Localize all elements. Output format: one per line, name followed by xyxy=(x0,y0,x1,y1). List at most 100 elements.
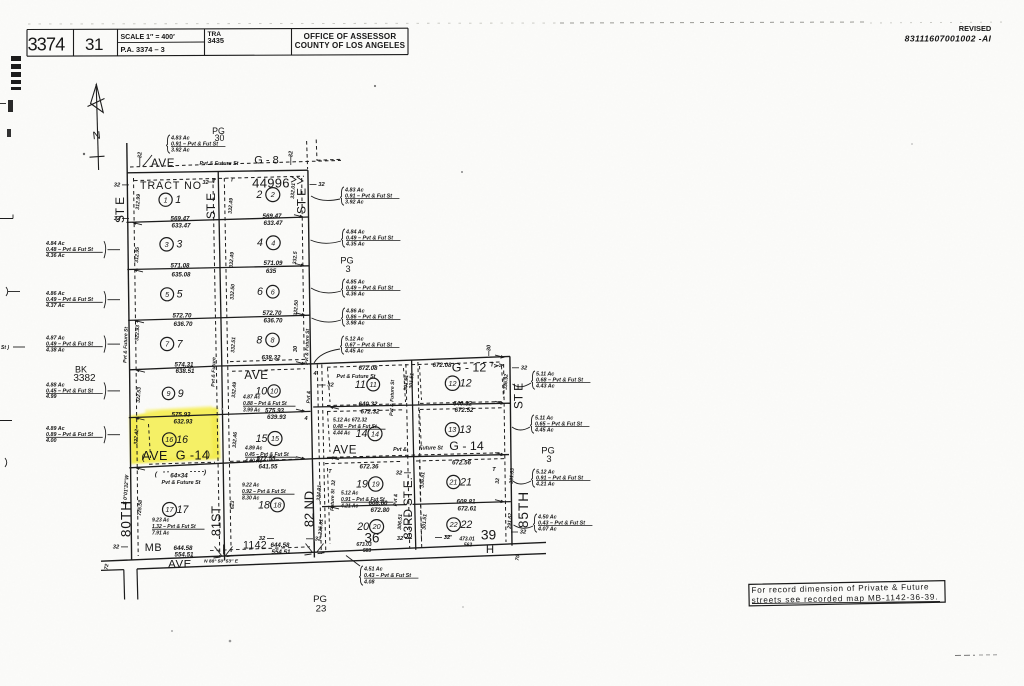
svg-text:332.46: 332.46 xyxy=(232,432,239,448)
svg-text:336.51: 336.51 xyxy=(419,472,426,488)
svg-text:4.84 Ac: 4.84 Ac xyxy=(345,230,365,236)
svg-text:608.81: 608.81 xyxy=(457,499,476,506)
svg-text:5.11 Ac: 5.11 Ac xyxy=(535,416,553,422)
svg-text:8: 8 xyxy=(256,334,262,346)
svg-text:COUNTY OF LOS ANGELES: COUNTY OF LOS ANGELES xyxy=(295,41,406,50)
svg-text:312.95: 312.95 xyxy=(134,247,141,263)
svg-text:4.50 Ac: 4.50 Ac xyxy=(537,515,557,521)
svg-text:6: 6 xyxy=(271,287,275,296)
svg-text:Future St: Future St xyxy=(330,489,337,511)
svg-text:4.43 Ac: 4.43 Ac xyxy=(535,383,555,389)
svg-text:3382: 3382 xyxy=(73,373,96,384)
svg-text:0.91 – Pvt & Fut St: 0.91 – Pvt & Fut St xyxy=(536,475,583,481)
svg-text:569.47: 569.47 xyxy=(171,215,190,222)
svg-text:32: 32 xyxy=(315,536,322,542)
svg-text:312.99: 312.99 xyxy=(135,194,142,210)
svg-text:636.70: 636.70 xyxy=(174,321,193,328)
svg-text:Pvt & Future St: Pvt & Future St xyxy=(162,480,201,486)
svg-text:TRA: TRA xyxy=(208,31,222,38)
svg-text:1: 1 xyxy=(175,194,181,206)
svg-text:638.51: 638.51 xyxy=(176,368,195,375)
svg-text:4.40 Ac: 4.40 Ac xyxy=(244,458,263,464)
svg-text:4.51 Ac: 4.51 Ac xyxy=(363,567,383,573)
svg-text:Pvt & Future St: Pvt & Future St xyxy=(122,326,129,363)
svg-text:AVE: AVE xyxy=(333,444,357,457)
svg-text:70: 70 xyxy=(515,554,522,561)
svg-text:AVE: AVE xyxy=(168,559,192,571)
svg-text:473.01: 473.01 xyxy=(458,537,475,543)
svg-text:4.89 Ac: 4.89 Ac xyxy=(244,446,263,452)
svg-text:4: 4 xyxy=(271,238,275,247)
svg-text:83RD ST E.: 83RD ST E. xyxy=(402,477,415,539)
svg-text:19: 19 xyxy=(356,478,368,490)
svg-text:672.61: 672.61 xyxy=(458,506,477,513)
svg-text:4.89 Ac: 4.89 Ac xyxy=(45,426,65,432)
svg-text:0.49 – Pvt & Fut St: 0.49 – Pvt & Fut St xyxy=(346,285,393,291)
svg-text:32: 32 xyxy=(318,182,325,188)
svg-text:306.51: 306.51 xyxy=(397,514,404,530)
svg-text:13: 13 xyxy=(459,424,471,436)
svg-text:322.53: 322.53 xyxy=(136,387,143,403)
svg-text:639.93: 639.93 xyxy=(267,414,286,421)
svg-text:638.32: 638.32 xyxy=(262,355,281,362)
svg-text:572.70: 572.70 xyxy=(173,312,192,319)
svg-text:4.08: 4.08 xyxy=(363,579,375,585)
svg-text:4.85 Ac: 4.85 Ac xyxy=(345,280,365,286)
svg-text:583: 583 xyxy=(363,548,372,554)
svg-text:G - 14: G - 14 xyxy=(449,439,484,453)
svg-text:672.52: 672.52 xyxy=(455,407,474,414)
svg-text:3: 3 xyxy=(176,239,182,251)
svg-text:4.45 Ac: 4.45 Ac xyxy=(344,348,364,354)
svg-text:15: 15 xyxy=(271,434,280,443)
svg-text:31: 31 xyxy=(85,35,103,54)
svg-text:4.83 Ac: 4.83 Ac xyxy=(344,188,364,194)
svg-text:0.49 – Pvt & Fut St: 0.49 – Pvt & Fut St xyxy=(46,342,93,348)
svg-text:21: 21 xyxy=(448,478,457,487)
svg-text:672.80: 672.80 xyxy=(371,507,390,514)
svg-text:0.48 – Pvt & Fut St: 0.48 – Pvt & Fut St xyxy=(46,247,93,253)
svg-text:4.07 Ac: 4.07 Ac xyxy=(537,526,557,532)
svg-text:H: H xyxy=(486,544,494,556)
svg-text:N: N xyxy=(92,130,101,143)
svg-text:4.21 Ac: 4.21 Ac xyxy=(340,503,359,509)
svg-text:REVISED: REVISED xyxy=(959,24,992,33)
svg-text:N 88° 50′ 53″ E: N 88° 50′ 53″ E xyxy=(204,559,239,565)
svg-text:39: 39 xyxy=(481,528,497,543)
svg-text:636.70: 636.70 xyxy=(264,318,283,325)
svg-text:0.48 – Pvt & Fut St: 0.48 – Pvt & Fut St xyxy=(333,424,377,430)
svg-text:ST E: ST E xyxy=(295,188,309,214)
svg-text:623: 623 xyxy=(230,500,237,509)
svg-text:332.50: 332.50 xyxy=(293,300,300,316)
svg-text:30: 30 xyxy=(215,133,225,143)
svg-text:36: 36 xyxy=(365,531,380,546)
svg-text:For record dimension of Privat: For record dimension of Private & Future xyxy=(751,582,929,594)
svg-text:11: 11 xyxy=(355,379,366,391)
svg-text:32: 32 xyxy=(259,536,266,542)
svg-text:12: 12 xyxy=(449,379,457,388)
svg-text:301.51: 301.51 xyxy=(408,373,415,389)
svg-text:2: 2 xyxy=(255,189,262,201)
svg-text:8: 8 xyxy=(271,336,275,345)
svg-text:4.37 Ac: 4.37 Ac xyxy=(45,303,65,309)
svg-text:635.08: 635.08 xyxy=(172,271,191,278)
svg-text:72: 72 xyxy=(104,563,111,570)
svg-text:83111607001002 -AI: 83111607001002 -AI xyxy=(905,34,992,44)
svg-text:0.91 – Pvt & Fut St: 0.91 – Pvt & Fut St xyxy=(345,193,392,199)
svg-text:10: 10 xyxy=(270,387,278,396)
svg-text:G -14: G -14 xyxy=(176,448,210,462)
svg-text:16: 16 xyxy=(176,434,188,446)
svg-text:0.68 – Pvt & Fut St: 0.68 – Pvt & Fut St xyxy=(536,377,583,383)
svg-text:322.42: 322.42 xyxy=(133,429,140,445)
svg-text:608.60: 608.60 xyxy=(369,500,388,507)
svg-text:332.49: 332.49 xyxy=(231,382,238,398)
svg-text:673.03: 673.03 xyxy=(356,542,372,548)
svg-text:644.58: 644.58 xyxy=(271,542,290,549)
svg-text:554.51: 554.51 xyxy=(175,552,194,559)
svg-text:322.93: 322.93 xyxy=(134,325,141,341)
svg-text:14: 14 xyxy=(356,428,368,440)
svg-text:13: 13 xyxy=(448,425,456,434)
svg-text:Pvt &: Pvt & xyxy=(393,493,399,506)
svg-text:30: 30 xyxy=(487,344,493,351)
svg-text:16: 16 xyxy=(165,435,173,444)
svg-text:G - 12: G - 12 xyxy=(452,360,487,374)
